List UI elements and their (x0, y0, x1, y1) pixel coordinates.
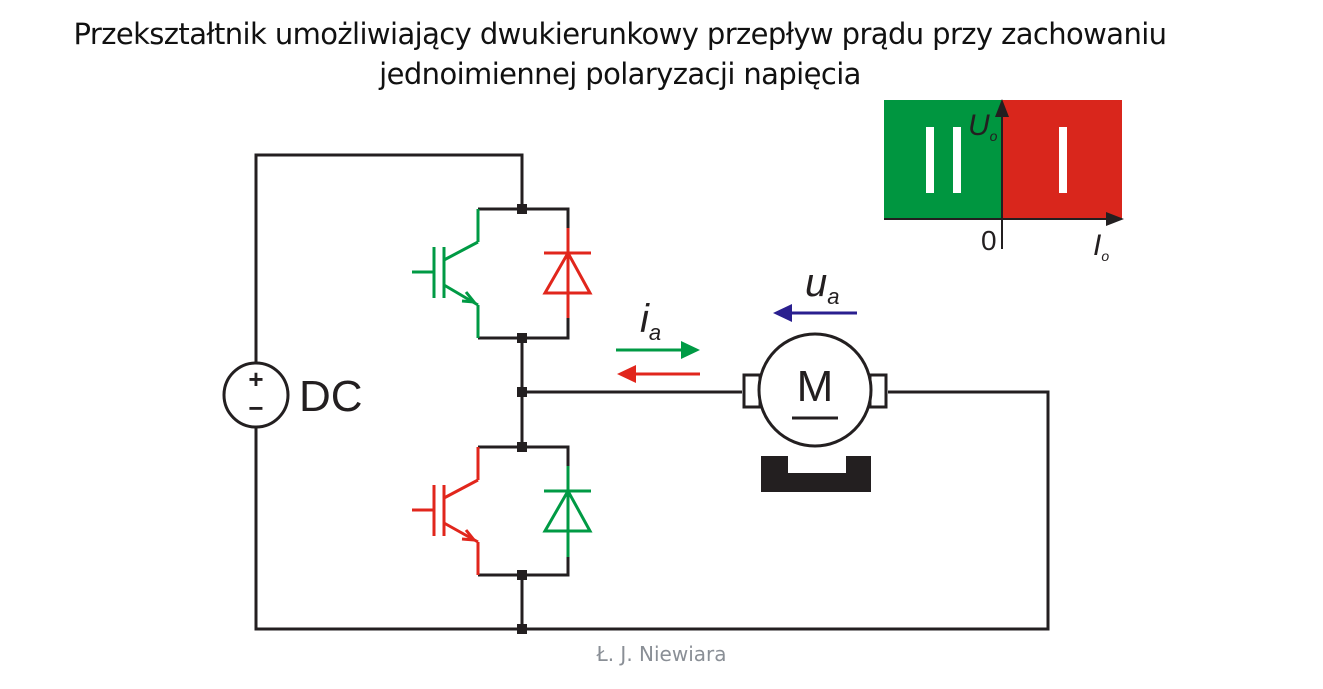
dc-source: + − DC (222, 361, 363, 429)
igbt-lower-icon (412, 478, 479, 544)
upper-switch (412, 204, 593, 343)
junction-node (517, 333, 527, 343)
y-axis-arrow-icon (995, 99, 1009, 117)
diode-lower-icon (542, 466, 593, 557)
motor-base-icon (761, 456, 871, 492)
y-axis-label: Uo (968, 109, 998, 144)
dc-motor: M (742, 332, 888, 492)
reverse-current-arrow-icon (617, 365, 636, 383)
junction-node (517, 204, 527, 214)
title-line-1: Przekształtnik umożliwiający dwukierunko… (73, 17, 1168, 51)
title-line-2: jednoimiennej polaryzacji napięcia (379, 57, 861, 91)
diode-upper-icon (542, 228, 593, 318)
x-axis-arrow-icon (1106, 212, 1124, 226)
current-label: ia (640, 297, 661, 345)
slide-title: Przekształtnik umożliwiający dwukierunko… (0, 14, 1240, 94)
dc-label: DC (299, 372, 363, 421)
forward-current-arrow-icon (681, 341, 700, 359)
dc-plus-sign: + (248, 364, 263, 394)
quadrant-ii-numeral-bar (926, 127, 934, 193)
junction-node (517, 624, 527, 634)
author-credit: Ł. J. Niewiara (596, 642, 727, 666)
motor-icon (757, 332, 873, 448)
wiring (254, 153, 1050, 631)
lower-switch (412, 442, 593, 580)
quadrant-ii-area (884, 100, 1002, 219)
voltage-label: ua (805, 261, 840, 309)
motor-label: M (797, 362, 834, 411)
dc-source-icon (222, 361, 290, 429)
current-indicator: ia (616, 297, 700, 383)
origin-label: 0 (981, 225, 997, 256)
x-axis-label: Io (1093, 229, 1109, 264)
quadrant-ii-numeral-bar (953, 127, 961, 193)
voltage-indicator: ua (773, 261, 857, 322)
junction-node (517, 387, 527, 397)
igbt-upper-icon (412, 240, 479, 307)
dc-minus-sign: − (248, 393, 263, 423)
junction-node (517, 570, 527, 580)
quadrant-diagram: Uo Io 0 (884, 99, 1124, 264)
junction-node (517, 442, 527, 452)
quadrant-i-numeral-bar (1059, 127, 1067, 193)
voltage-arrow-icon (773, 304, 792, 322)
